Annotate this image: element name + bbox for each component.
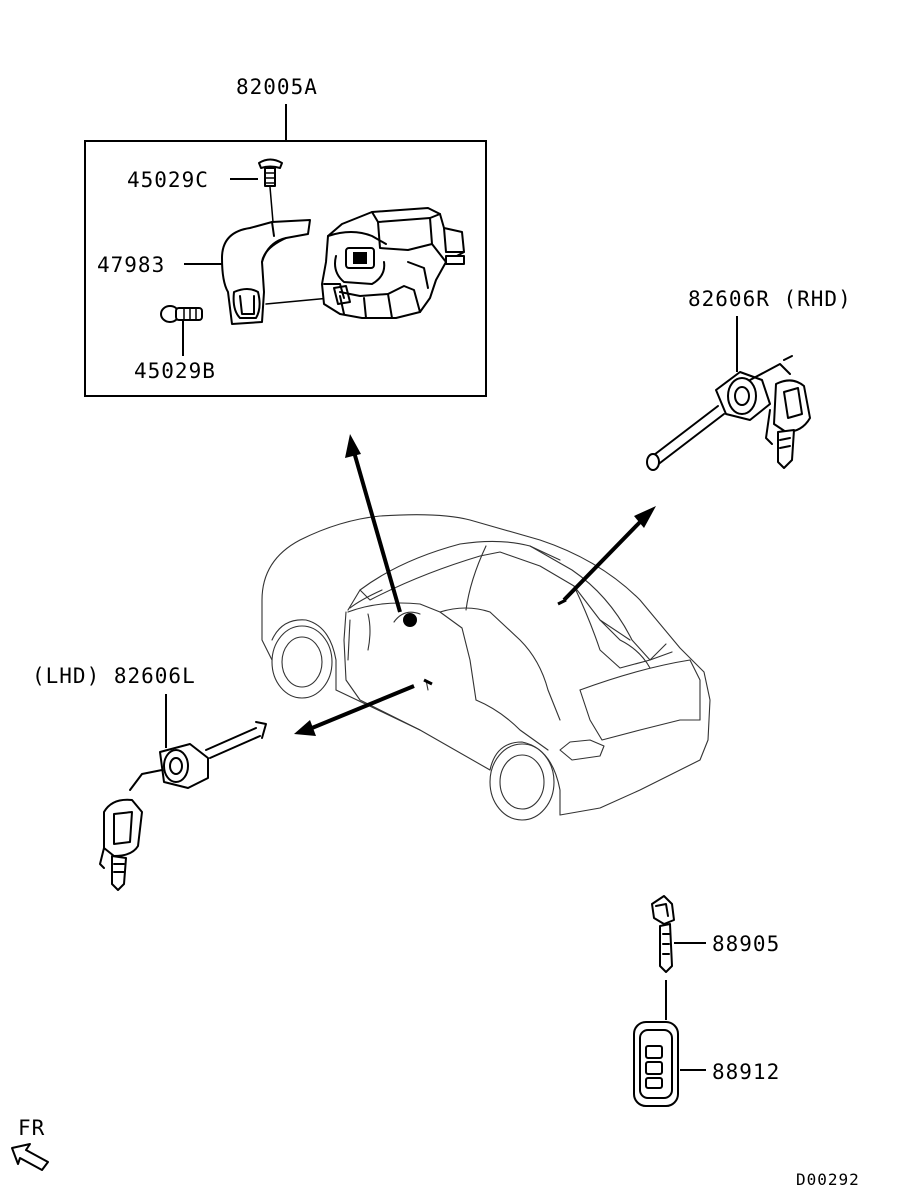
rhd-cylinder-callout: 82606R (RHD): [646, 287, 852, 471]
screw-45029C: [258, 158, 283, 187]
arrow-to-lhd-cylinder: [311, 684, 415, 730]
assembly-callout: 82005A 45029C 47983: [84, 75, 487, 397]
door-lock-cylinder-lhd: [99, 721, 267, 891]
lock-button: [645, 1045, 663, 1059]
figure-code: D00292: [796, 1170, 860, 1187]
cover-guide-line: [265, 297, 331, 305]
pointer-arrows: [294, 434, 656, 736]
remote-transmitter-88912: [633, 1021, 679, 1107]
front-wheel: [271, 625, 333, 699]
assembly-box: [84, 140, 487, 397]
label-82005A: 82005A: [236, 75, 318, 99]
label-82606L: (LHD) 82606L: [32, 664, 196, 688]
arrow-to-rhd-cylinder: [562, 518, 644, 602]
door-lock-cylinder-rhd: [646, 355, 811, 471]
remote-callout: 88912: [633, 1021, 780, 1107]
key-callout: 88905: [651, 895, 780, 1020]
label-88905: 88905: [712, 932, 780, 956]
front-direction-marker: FR: [11, 1116, 49, 1171]
label-45029C: 45029C: [127, 168, 209, 192]
column-cover-47983: [221, 219, 311, 325]
label-47983: 47983: [97, 253, 165, 277]
panic-button: [645, 1077, 663, 1089]
mechanical-key-88905: [651, 895, 675, 973]
unlock-button: [645, 1061, 663, 1075]
label-45029B: 45029B: [134, 359, 216, 383]
screw-guide-line: [269, 186, 274, 223]
screw-45029B: [160, 305, 203, 323]
steering-lock-unit: [321, 207, 465, 319]
vehicle-outline: [261, 514, 711, 821]
label-88912: 88912: [712, 1060, 780, 1084]
arrow-to-ignition: [352, 451, 402, 613]
lhd-cylinder-callout: (LHD) 82606L: [32, 664, 267, 891]
ignition-location-mark: [403, 613, 417, 627]
label-82606R: 82606R (RHD): [688, 287, 852, 311]
label-fr: FR: [18, 1116, 45, 1140]
front-arrow-icon: [11, 1143, 49, 1171]
rear-wheel: [489, 743, 555, 821]
